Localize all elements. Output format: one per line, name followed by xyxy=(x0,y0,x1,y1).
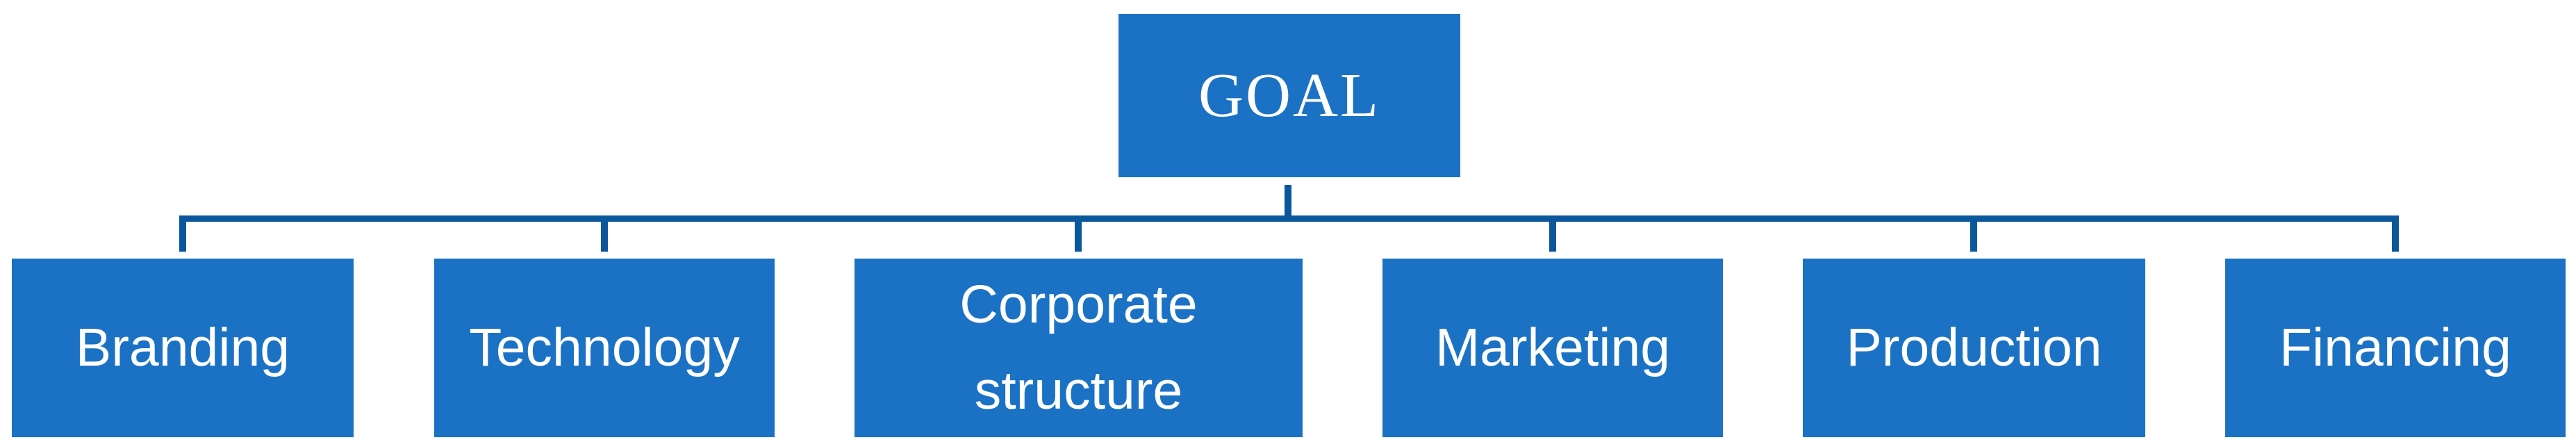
node-marketing: Marketing xyxy=(1382,259,1723,437)
node-production-label: Production xyxy=(1846,317,2102,377)
node-branding: Branding xyxy=(12,259,354,437)
connector-drop-financing xyxy=(2392,222,2399,252)
node-branding-label: Branding xyxy=(75,317,290,377)
connector-drop-technology xyxy=(601,222,608,252)
connector-trunk xyxy=(1285,185,1291,216)
connector-drop-branding xyxy=(179,222,186,252)
node-corporate-structure-label: Corporate structure xyxy=(959,275,1198,421)
connector-drop-corporate xyxy=(1075,222,1082,252)
node-corporate-structure: Corporate structure xyxy=(854,259,1303,437)
node-goal-label: GOAL xyxy=(1198,61,1380,130)
node-financing: Financing xyxy=(2225,259,2566,437)
node-marketing-label: Marketing xyxy=(1435,317,1671,377)
connector-crossbar xyxy=(179,215,2399,222)
connector-drop-marketing xyxy=(1549,222,1556,252)
node-production: Production xyxy=(1803,259,2145,437)
connector-drop-production xyxy=(1970,222,1977,252)
node-technology-label: Technology xyxy=(469,317,740,377)
node-technology: Technology xyxy=(434,259,775,437)
node-financing-label: Financing xyxy=(2279,317,2511,377)
node-goal: GOAL xyxy=(1118,14,1460,177)
